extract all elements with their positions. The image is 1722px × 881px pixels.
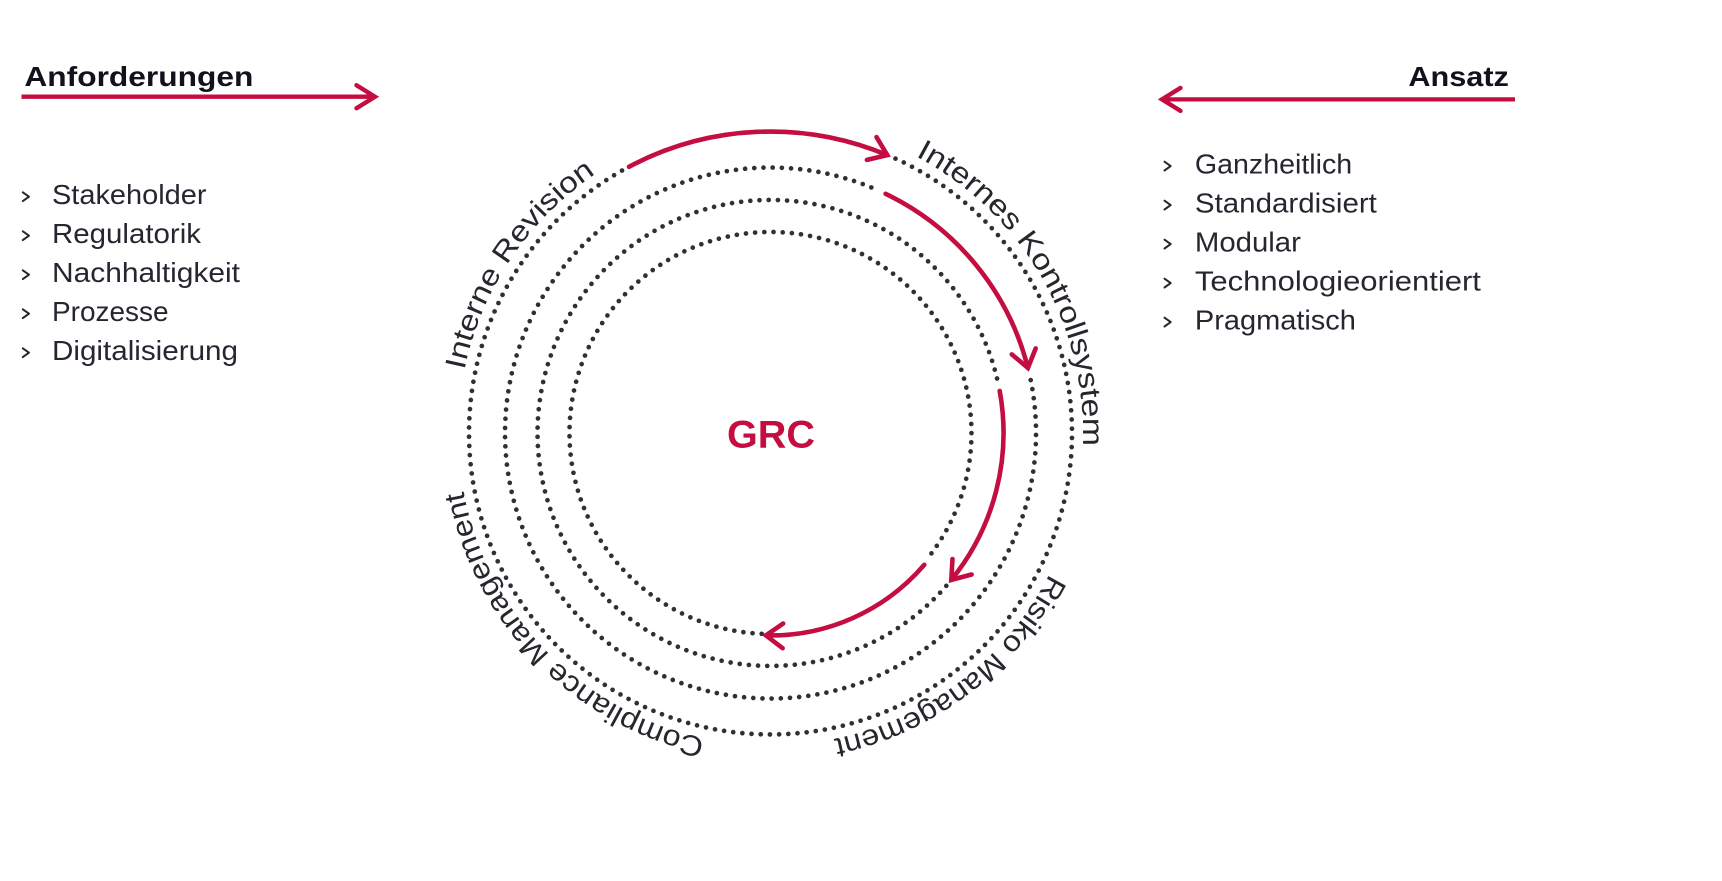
svg-text:Modular: Modular <box>1195 226 1301 257</box>
svg-text:Anforderungen: Anforderungen <box>24 61 253 92</box>
svg-text:Standardisiert: Standardisiert <box>1195 187 1377 218</box>
svg-text:Ansatz: Ansatz <box>1408 61 1509 92</box>
svg-text:Ganzheitlich: Ganzheitlich <box>1195 148 1352 179</box>
svg-text:Digitalisierung: Digitalisierung <box>52 335 238 366</box>
svg-text:Regulatorik: Regulatorik <box>52 218 202 249</box>
svg-text:Stakeholder: Stakeholder <box>52 179 207 210</box>
svg-text:Nachhaltigkeit: Nachhaltigkeit <box>52 257 240 288</box>
svg-text:Pragmatisch: Pragmatisch <box>1195 304 1356 335</box>
svg-text:Prozesse: Prozesse <box>52 296 169 327</box>
svg-text:Technologieorientiert: Technologieorientiert <box>1195 265 1481 296</box>
svg-text:GRC: GRC <box>727 413 815 456</box>
